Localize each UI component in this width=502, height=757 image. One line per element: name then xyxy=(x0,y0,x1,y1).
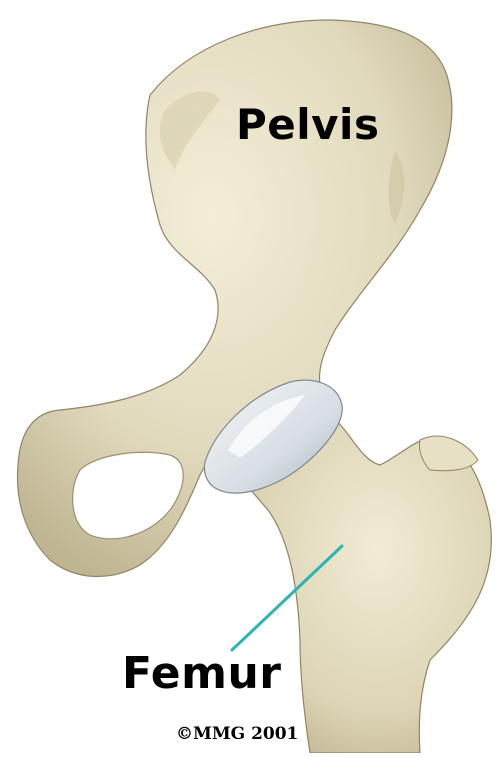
greater-trochanter xyxy=(419,436,478,471)
copyright-notice: ©MMG 2001 xyxy=(176,724,298,744)
femur-label: Femur xyxy=(122,652,282,696)
pelvis-label: Pelvis xyxy=(236,104,379,146)
